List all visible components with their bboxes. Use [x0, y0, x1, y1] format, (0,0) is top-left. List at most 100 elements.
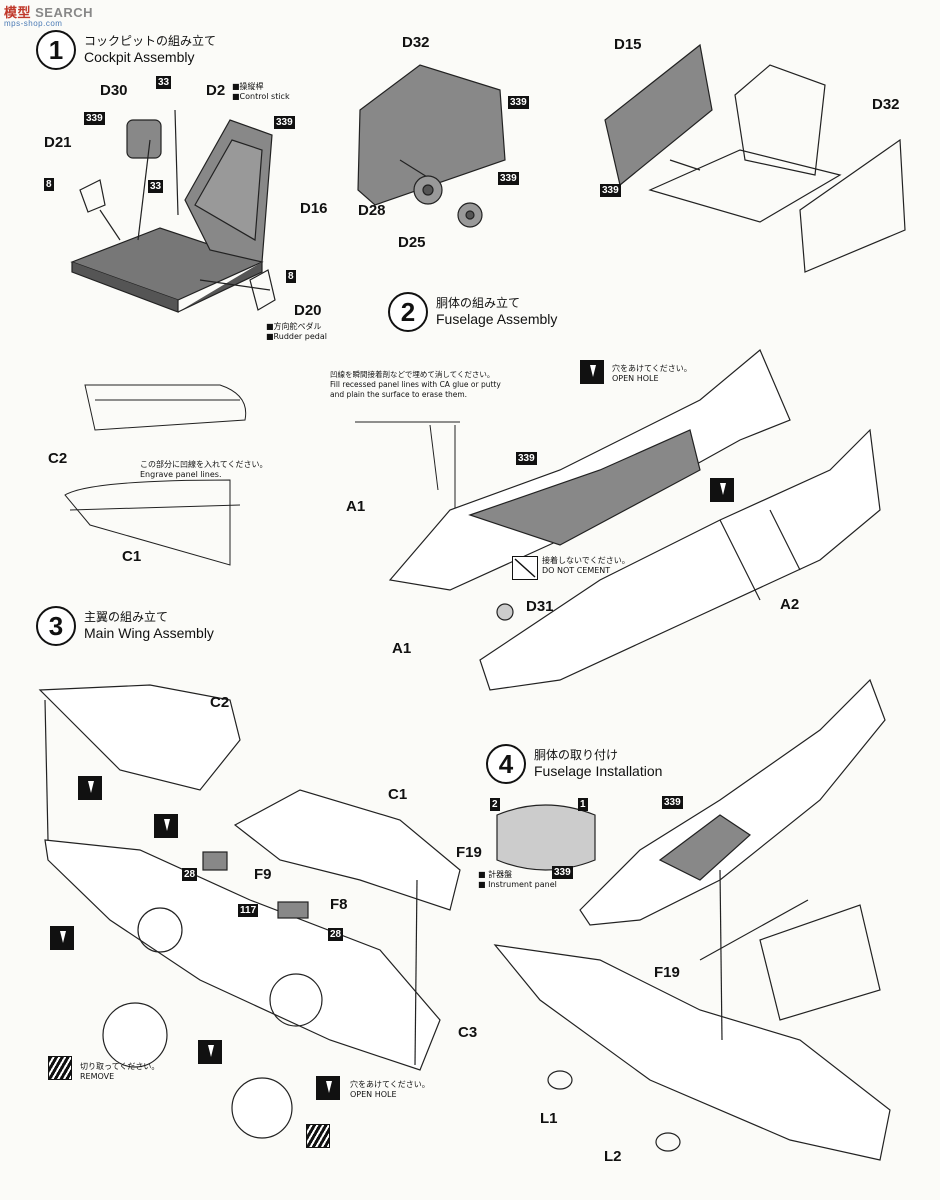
- part-label-f19-a: F19: [456, 844, 482, 861]
- part-label-d21: D21: [44, 134, 72, 151]
- fill-panel-lines-note: 凹線を瞬間接着剤などで埋めて消してください。 Fill recessed pan…: [330, 370, 510, 400]
- watermark-logo: 模型 SEARCH mps-shop.com: [4, 2, 93, 28]
- remove-en: REMOVE: [80, 1072, 115, 1081]
- rudder-pedal-en: ■Rudder pedal: [266, 332, 327, 341]
- paint-code-33: 33: [156, 76, 172, 89]
- paint-code-28: 28: [182, 868, 198, 881]
- part-label-d15: D15: [614, 36, 642, 53]
- part-label-d20: D20: [294, 302, 322, 319]
- step-3-title-en: Main Wing Assembly: [84, 624, 214, 641]
- part-label-f19-b: F19: [654, 964, 680, 981]
- panel-line-sketch: [64, 384, 460, 566]
- step-2-title-en: Fuselage Assembly: [436, 310, 558, 327]
- watermark-search: SEARCH: [35, 5, 94, 20]
- drill-hole-icon: [154, 814, 178, 838]
- step-4-title-en: Fuselage Installation: [534, 762, 663, 779]
- part-label-d32-b: D32: [872, 96, 900, 113]
- step-1-title-ja: コックピットの組み立て: [84, 34, 217, 49]
- part-label-c2-b: C2: [210, 694, 230, 711]
- remove-icon: [306, 1124, 330, 1148]
- paint-code-8: 8: [286, 270, 296, 283]
- no-cement-icon: [512, 556, 538, 580]
- fill-note-ja: 凹線を瞬間接着剤などで埋めて消してください。: [330, 370, 495, 379]
- part-label-f9: F9: [254, 866, 272, 883]
- no-cement-en: DO NOT CEMENT: [542, 566, 611, 575]
- part-label-a1-a: A1: [346, 498, 366, 515]
- paint-code-117: 117: [238, 904, 259, 917]
- drill-hole-icon: [580, 360, 604, 384]
- paint-code-1: 1: [578, 798, 588, 811]
- d15-cockpit-drawing: [604, 43, 906, 273]
- watermark-url: mps-shop.com: [4, 19, 63, 28]
- part-label-c1-a: C1: [122, 548, 142, 565]
- paint-code-339: 339: [274, 116, 295, 129]
- instrument-panel-en: ■ Instrument panel: [478, 880, 557, 889]
- drill-hole-icon: [710, 478, 734, 502]
- drill-hole-icon: [316, 1076, 340, 1100]
- remove-ja: 切り取ってください。: [80, 1062, 160, 1071]
- part-label-d30: D30: [100, 82, 128, 99]
- cockpit-floor-drawing: [70, 109, 276, 313]
- open-hole-wing-ja: 穴をあけてください。: [350, 1080, 430, 1089]
- paint-code-8: 8: [44, 178, 54, 191]
- step-2-title-ja: 胴体の組み立て: [436, 296, 521, 311]
- remove-note: 切り取ってください。 REMOVE: [80, 1062, 159, 1082]
- part-label-d28: D28: [358, 202, 386, 219]
- part-label-l1: L1: [540, 1110, 558, 1127]
- paint-code-339: 339: [662, 796, 683, 809]
- fuselage-halves-drawing: [388, 349, 881, 691]
- part-label-d25: D25: [398, 234, 426, 251]
- step-3-header: 3 主翼の組み立て Main Wing Assembly: [36, 606, 214, 646]
- drill-hole-icon: [198, 1040, 222, 1064]
- rudder-pedal-note: ■方向舵ペダル ■Rudder pedal: [266, 322, 327, 342]
- drill-hole-icon: [78, 776, 102, 800]
- step-3-title-ja: 主翼の組み立て: [84, 610, 169, 625]
- step-1-number: 1: [36, 30, 76, 70]
- open-hole-en: OPEN HOLE: [612, 374, 659, 383]
- part-label-d32-a: D32: [402, 34, 430, 51]
- step-2-header: 2 胴体の組み立て Fuselage Assembly: [388, 292, 557, 332]
- no-cement-ja: 接着しないでください。: [542, 556, 630, 565]
- engrave-note: この部分に凹線を入れてください。 Engrave panel lines.: [140, 460, 268, 480]
- watermark-title: 模型: [4, 5, 32, 20]
- step-3-number: 3: [36, 606, 76, 646]
- open-hole-note-wing: 穴をあけてください。 OPEN HOLE: [350, 1080, 430, 1100]
- paint-code-2: 2: [490, 798, 500, 811]
- engrave-note-ja: この部分に凹線を入れてください。: [140, 460, 268, 469]
- paint-code-339: 339: [508, 96, 529, 109]
- step-4-title-ja: 胴体の取り付け: [534, 748, 619, 763]
- fuselage-installation-drawing: [493, 678, 891, 1161]
- instrument-panel-ja: ■ 計器盤: [478, 870, 513, 879]
- part-label-d31: D31: [526, 598, 554, 615]
- paint-code-33: 33: [148, 180, 164, 193]
- part-label-c3: C3: [458, 1024, 478, 1041]
- do-not-cement-note: 接着しないでください。 DO NOT CEMENT: [542, 556, 630, 576]
- rudder-pedal-ja: ■方向舵ペダル: [266, 322, 322, 331]
- engrave-note-en: Engrave panel lines.: [140, 470, 222, 479]
- main-wing-drawing: [38, 684, 461, 1139]
- step-2-number: 2: [388, 292, 428, 332]
- paint-code-339: 339: [516, 452, 537, 465]
- drill-hole-icon: [50, 926, 74, 950]
- open-hole-ja: 穴をあけてください。: [612, 364, 692, 373]
- part-label-f8: F8: [330, 896, 348, 913]
- step-4-header: 4 胴体の取り付け Fuselage Installation: [486, 744, 662, 784]
- open-hole-note: 穴をあけてください。 OPEN HOLE: [612, 364, 692, 384]
- part-label-d16: D16: [300, 200, 328, 217]
- part-label-a1-b: A1: [392, 640, 412, 657]
- part-label-d2: D2: [206, 82, 226, 99]
- paint-code-339: 339: [498, 172, 519, 185]
- part-label-c2-a: C2: [48, 450, 68, 467]
- instrument-panel-note: ■ 計器盤 ■ Instrument panel: [478, 870, 557, 890]
- d32-panel-drawing: [357, 64, 506, 228]
- paint-code-339: 339: [552, 866, 573, 879]
- step-4-number: 4: [486, 744, 526, 784]
- control-stick-note: ■操縦桿 ■Control stick: [232, 82, 290, 102]
- part-label-c1-b: C1: [388, 786, 408, 803]
- paint-code-339: 339: [84, 112, 105, 125]
- control-stick-ja: ■操縦桿: [232, 82, 264, 91]
- remove-icon: [48, 1056, 72, 1080]
- paint-code-28: 28: [328, 928, 344, 941]
- control-stick-en: ■Control stick: [232, 92, 290, 101]
